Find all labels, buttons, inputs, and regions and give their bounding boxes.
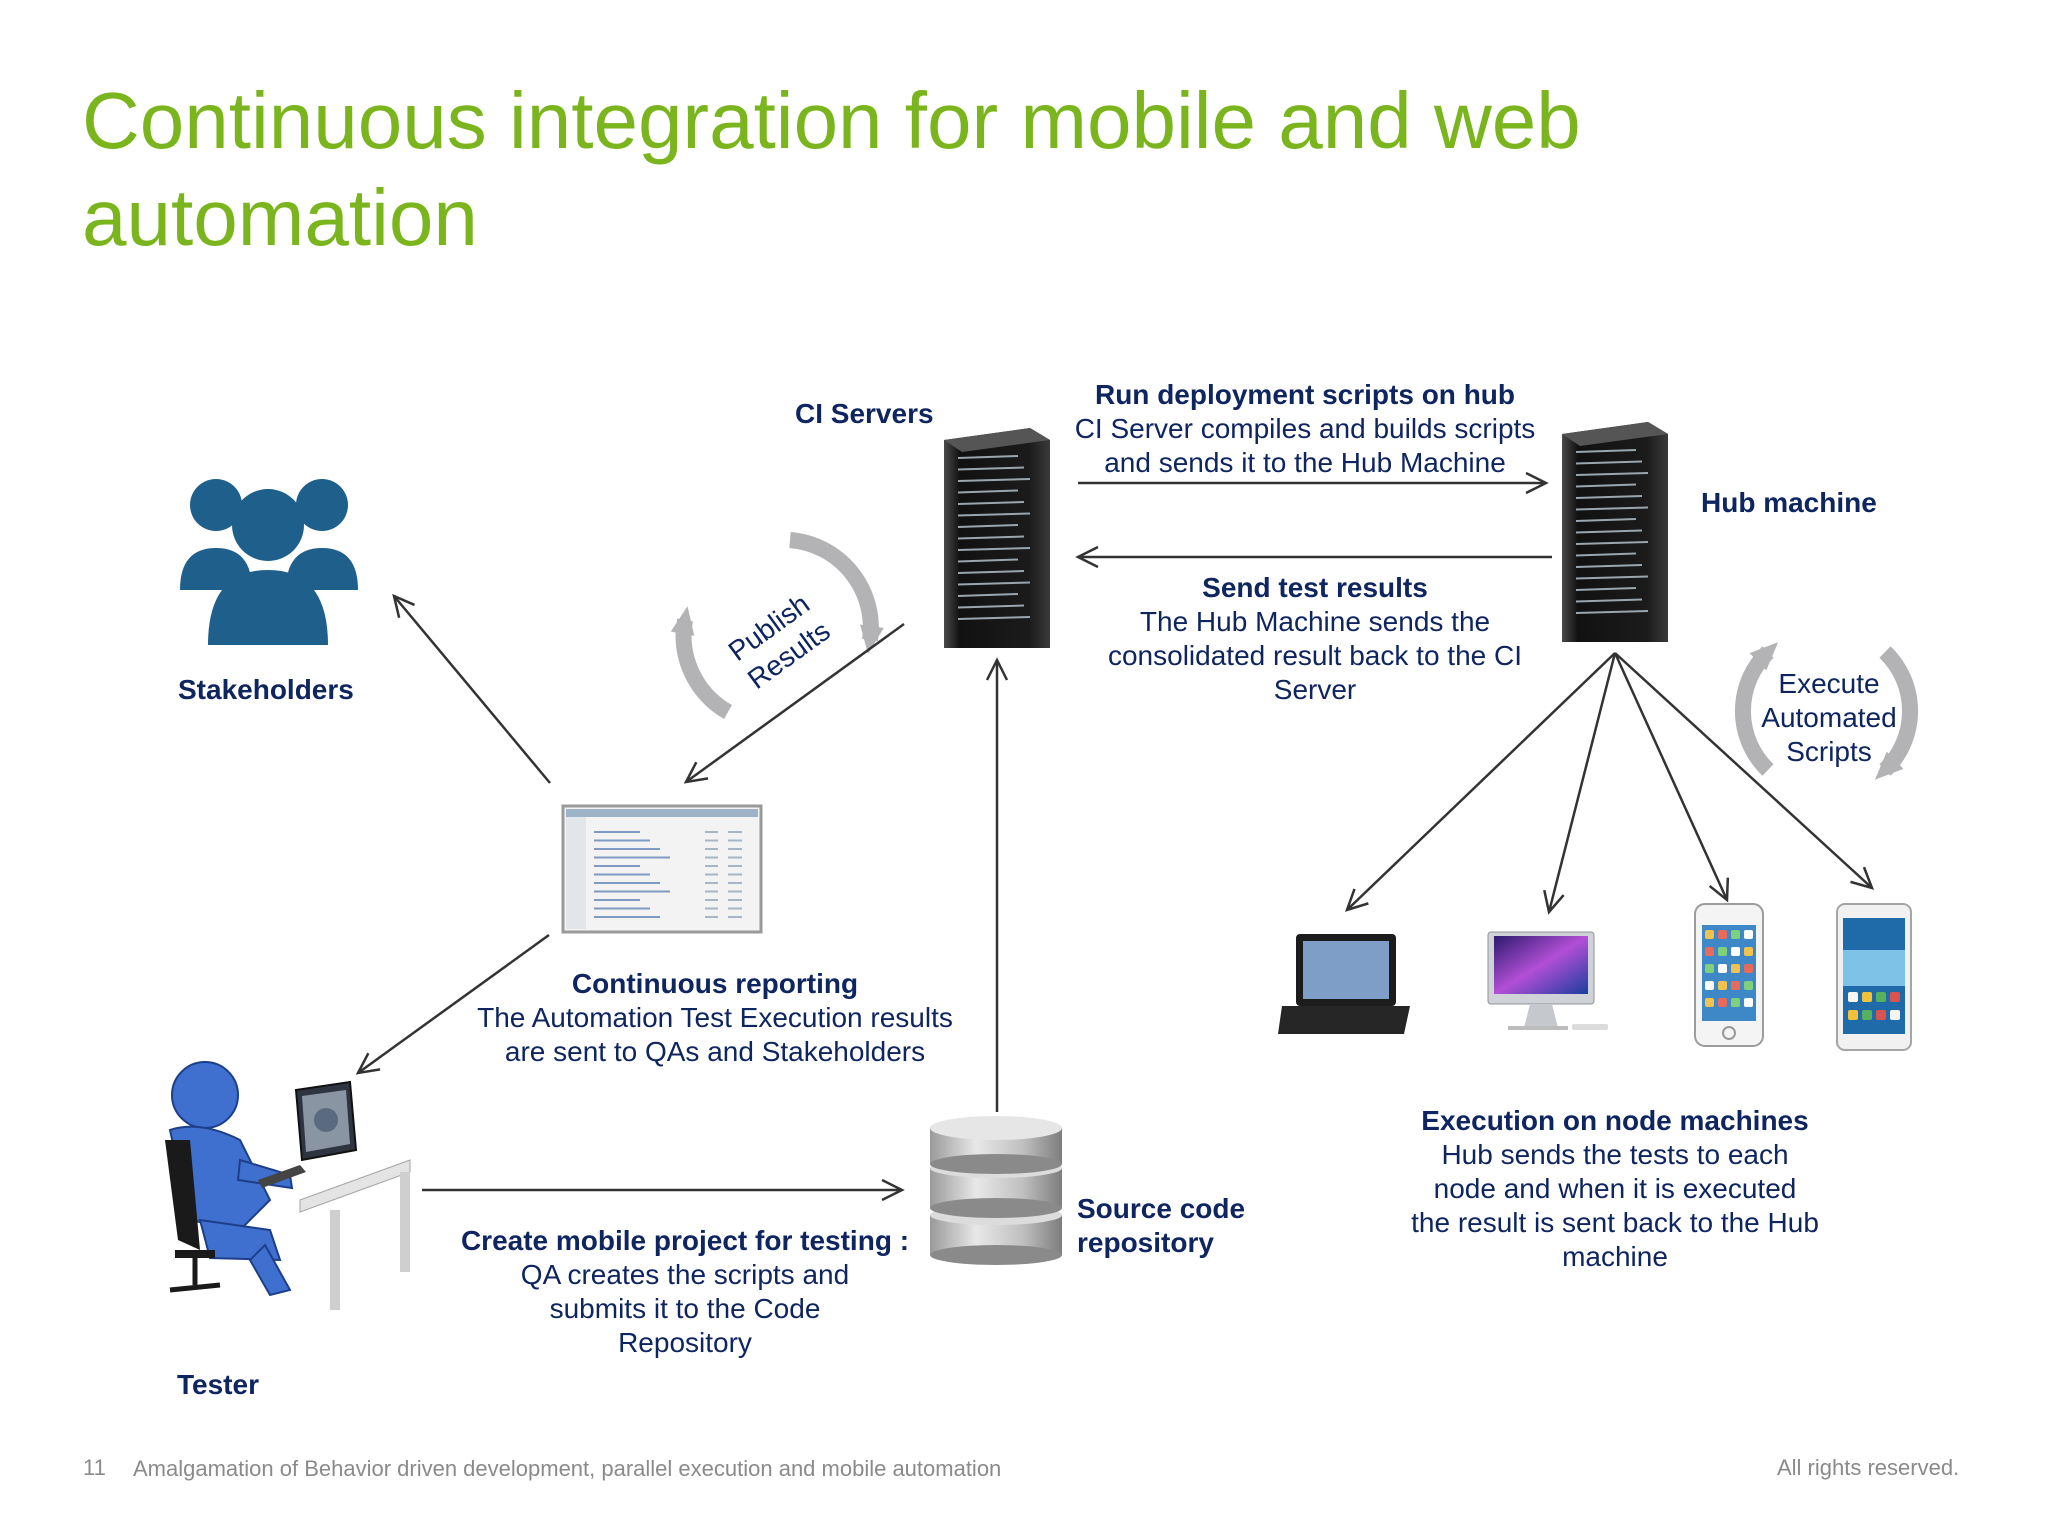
ci-servers-label: CI Servers — [795, 398, 934, 429]
source-code-repository-label: Source code repository — [1077, 1193, 1246, 1258]
stakeholders-icon — [180, 479, 358, 645]
laptop-icon — [1278, 934, 1410, 1034]
reporting-step-text: Continuous reporting The Automation Test… — [477, 968, 953, 1067]
page-number: 11 — [83, 1455, 106, 1480]
rights-text: All rights reserved. — [1777, 1455, 1960, 1480]
source-code-repository-icon — [930, 1116, 1062, 1265]
hub-machine-icon — [1562, 422, 1668, 642]
create-step-text: Create mobile project for testing : QA c… — [460, 1225, 910, 1358]
iphone-icon — [1694, 903, 1764, 1047]
report-screenshot-icon — [561, 804, 763, 934]
footer-text: Amalgamation of Behavior driven developm… — [133, 1456, 1002, 1481]
deploy-step-text: Run deployment scripts on hub CI Server … — [1074, 379, 1536, 478]
hub-machine-label: Hub machine — [1701, 487, 1877, 518]
execute-scripts-label: Execute Automated Scripts — [1761, 668, 1897, 767]
execution-step-text: Execution on node machines Hub sends the… — [1411, 1105, 1819, 1272]
stakeholders-label: Stakeholders — [178, 674, 354, 705]
arrow-report-to-stakeholders — [392, 593, 551, 784]
android-phone-icon — [1836, 903, 1912, 1051]
arrow-ci-to-report — [683, 622, 905, 784]
arrow-report-to-tester — [355, 933, 550, 1075]
arrow-hub-to-iphone — [1613, 652, 1730, 903]
ci-server-icon — [944, 428, 1050, 648]
slide-title: Continuous integration for mobile and we… — [82, 76, 1581, 262]
results-step-text: Send test results The Hub Machine sends … — [1107, 572, 1522, 705]
tester-label: Tester — [177, 1369, 259, 1400]
tester-icon — [165, 1061, 411, 1310]
publish-results-cycle-icon — [670, 532, 884, 719]
imac-icon — [1487, 931, 1608, 1030]
publish-results-label: Publish Results — [723, 588, 836, 695]
execute-scripts-cycle-icon — [1734, 642, 1919, 780]
arrow-hub-to-laptop — [1344, 652, 1616, 912]
arrow-hub-to-android — [1614, 652, 1875, 890]
arrow-hub-to-imac — [1543, 652, 1617, 915]
